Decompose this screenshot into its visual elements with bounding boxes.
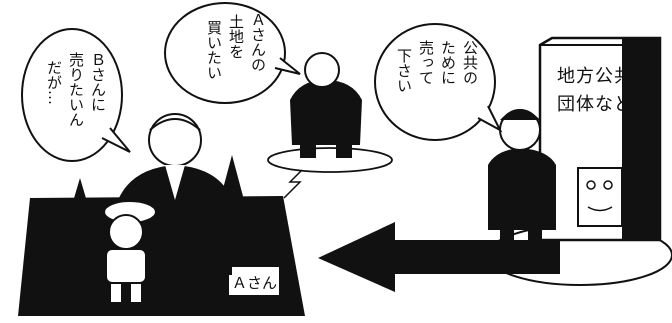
buyer-bubble-line-1: Ａさんの — [249, 12, 267, 72]
official-speech-bubble — [374, 23, 503, 141]
seller-speech-bubble — [21, 28, 131, 162]
building-face-icon — [577, 167, 623, 227]
buyer-platform — [267, 147, 393, 173]
left-arrow-icon — [318, 222, 560, 292]
child-figure — [103, 200, 157, 304]
official-figure — [488, 109, 556, 248]
official-bubble-line-2: ために — [439, 40, 457, 85]
official-bubble-line-3: 売って — [417, 40, 435, 85]
lightning-icon — [283, 169, 303, 199]
land-label: Ａさん — [232, 274, 277, 292]
sign-text-line-2: 団体など — [557, 94, 633, 115]
buyer-bubble-line-2: 土地を — [227, 14, 245, 59]
seller-figure — [118, 113, 232, 275]
buyer-figure — [290, 52, 362, 158]
seller-bubble-line-1: Ｂさんに — [89, 52, 107, 112]
official-bubble-line-4: 下さい — [395, 48, 413, 93]
seller-bubble-line-2: 売りたいん — [67, 52, 85, 127]
land-label-box — [227, 265, 281, 297]
seller-bubble-line-3: だが… — [45, 60, 63, 105]
official-bubble-line-1: 公共の — [461, 40, 479, 85]
sign-text-line-1: 地方公共 — [557, 66, 633, 87]
buyer-speech-bubble — [164, 2, 301, 104]
buyer-bubble-line-3: 買いたい — [205, 20, 223, 80]
